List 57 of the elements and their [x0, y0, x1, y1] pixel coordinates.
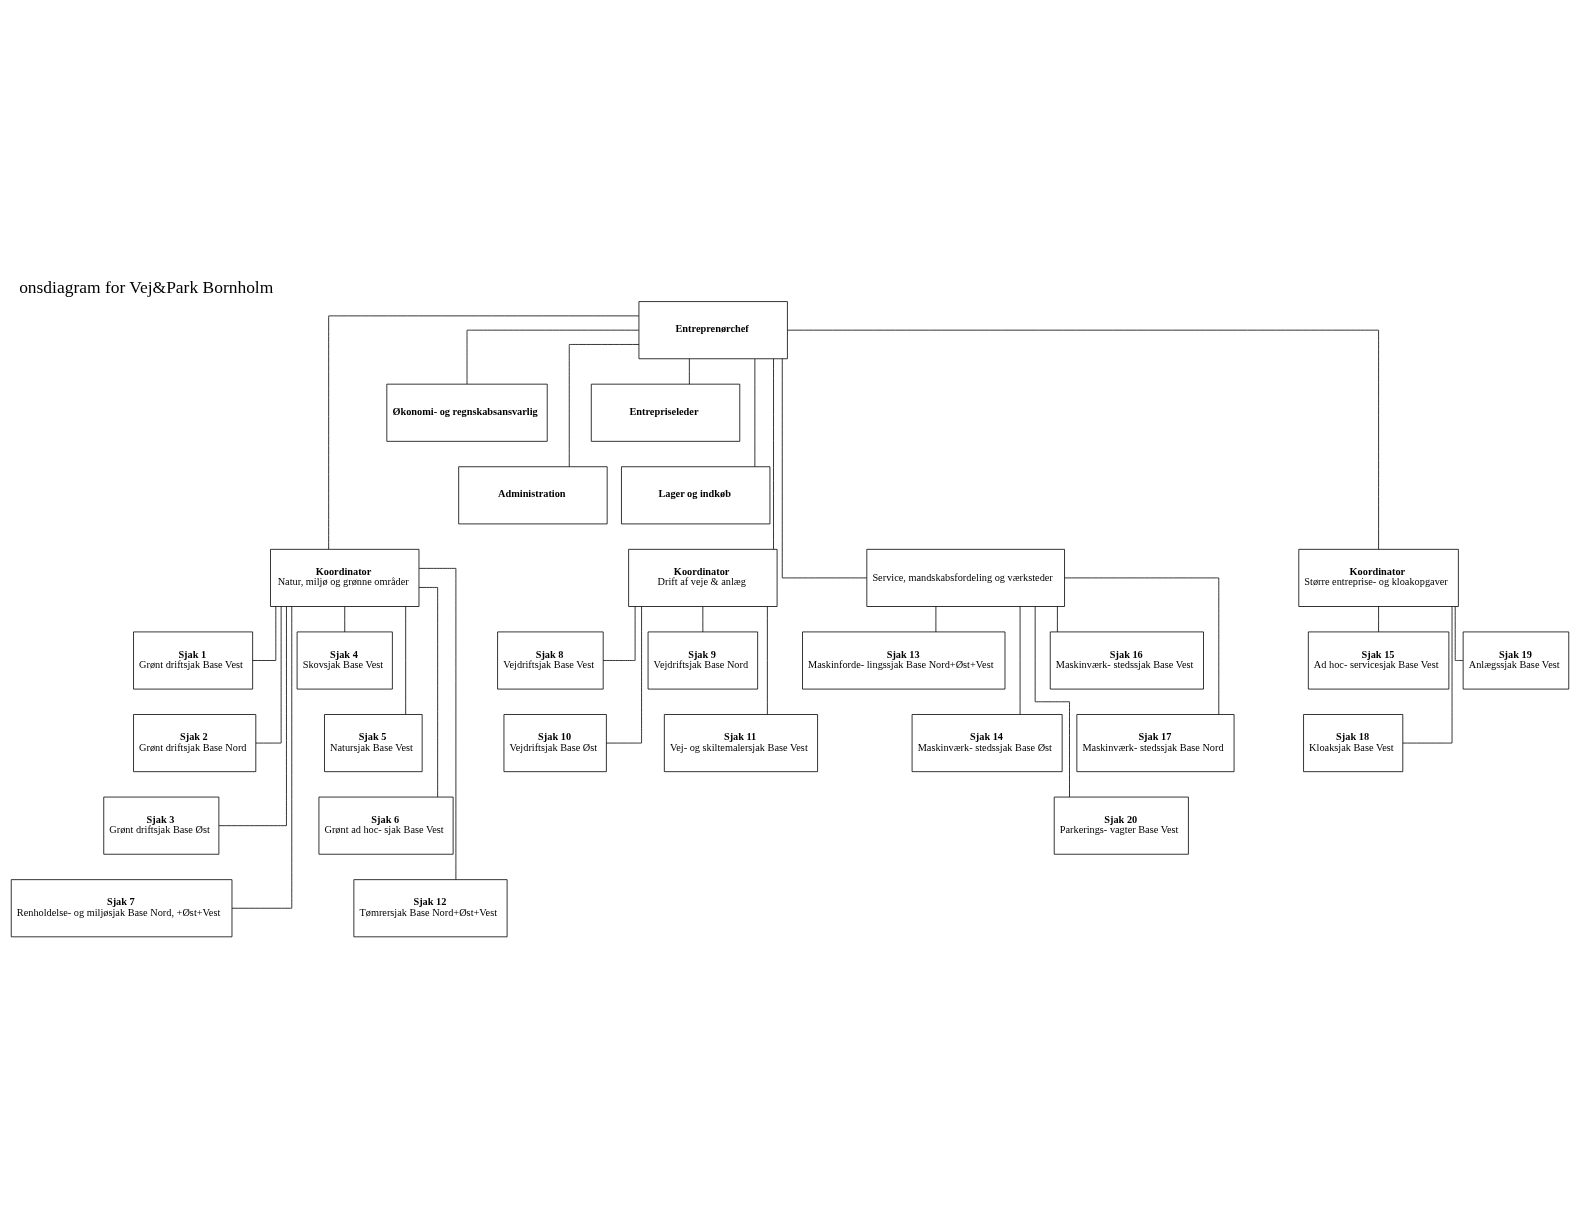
- node-box: Økonomi- og regnskabsansvarlig: [386, 383, 548, 442]
- node-box: Sjak 5 Natursjak Base Vest: [324, 713, 423, 772]
- node-box: Sjak 16 Maskinværk- stedssjak Base Vest: [1049, 631, 1204, 689]
- node-box: Sjak 14 Maskinværk- stedssjak Base Øst: [911, 713, 1063, 772]
- node-box: Sjak 20 Parkerings- vagter Base Vest: [1053, 796, 1189, 855]
- connector: [935, 605, 937, 632]
- node-box: Lager og indkøb: [621, 465, 771, 524]
- connector: [328, 315, 640, 549]
- connector: [255, 605, 282, 743]
- node-box: Sjak 3 Grønt driftsjak Base Øst: [103, 796, 220, 855]
- connector: [405, 605, 407, 715]
- node-box: Koordinator Natur, miljø og grønne områder: [270, 548, 420, 607]
- connector: [1064, 577, 1220, 715]
- node-box: Sjak 17 Maskinværk- stedssjak Base Nord: [1076, 713, 1235, 772]
- node-box: Sjak 18 Kloaksjak Base Vest: [1303, 713, 1404, 772]
- node-box: Administration: [458, 465, 608, 524]
- connector: [231, 605, 293, 909]
- node-box: Koordinator Større entreprise- og kloakopgaver: [1298, 548, 1459, 607]
- connector: [1402, 605, 1453, 743]
- connector: [1378, 605, 1379, 632]
- node-box: Entrepriseleder: [590, 383, 741, 442]
- node-box: Sjak 2 Grønt driftsjak Base Nord: [133, 713, 257, 772]
- node-box: Sjak 6 Grønt ad hoc- sjak Base Vest: [318, 796, 454, 855]
- connector: [766, 605, 768, 715]
- node-box: Sjak 10 Vejdriftsjak Base Øst: [503, 713, 607, 772]
- connector: [1034, 605, 1070, 797]
- connector: [418, 586, 439, 797]
- connector: [1019, 605, 1021, 715]
- connector: [218, 605, 287, 826]
- node-box: Sjak 4 Skovsjak Base Vest: [296, 631, 393, 689]
- connector: [688, 357, 690, 385]
- node-box: Sjak 19 Anlægssjak Base Vest: [1462, 631, 1570, 689]
- connector: [1454, 605, 1464, 661]
- connector: [344, 605, 346, 632]
- node-box: Sjak 9 Vejdriftsjak Base Nord: [647, 631, 759, 689]
- connector: [781, 357, 868, 578]
- node-box: Sjak 7 Renholdelse- og miljøsjak Base Nord, +Øst+Vest: [10, 878, 233, 937]
- node-box: Sjak 1 Grønt driftsjak Base Vest: [133, 631, 254, 689]
- connector: [1057, 605, 1058, 632]
- node-box: Sjak 13 Maskinforde- lingssjak Base Nord+Øst+Vest: [802, 631, 1006, 689]
- node-box: Entreprenørchef: [638, 300, 788, 359]
- connector: [602, 605, 636, 661]
- node-box: Sjak 15 Ad hoc- servicesjak Base Vest: [1307, 631, 1450, 689]
- connector: [787, 329, 1379, 550]
- node-box: Service, mandskabsfordeling og værksteder: [866, 548, 1065, 607]
- node-box: Sjak 8 Vejdriftsjak Base Vest: [497, 631, 604, 689]
- diagram-title: onsdiagram for Vej&Park Bornholm: [19, 276, 274, 297]
- connector: [702, 605, 704, 632]
- connector: [252, 605, 277, 661]
- connector: [606, 605, 642, 743]
- connector: [754, 358, 756, 467]
- node-box: Sjak 12 Tømrersjak Base Nord+Øst+Vest: [353, 878, 508, 937]
- node-box: Sjak 11 Vej- og skiltemalersjak Base Vest: [663, 713, 818, 772]
- connector: [773, 357, 774, 550]
- connector: [418, 567, 457, 880]
- connector: [568, 343, 640, 467]
- node-box: Koordinator Drift af veje & anlæg: [628, 548, 778, 607]
